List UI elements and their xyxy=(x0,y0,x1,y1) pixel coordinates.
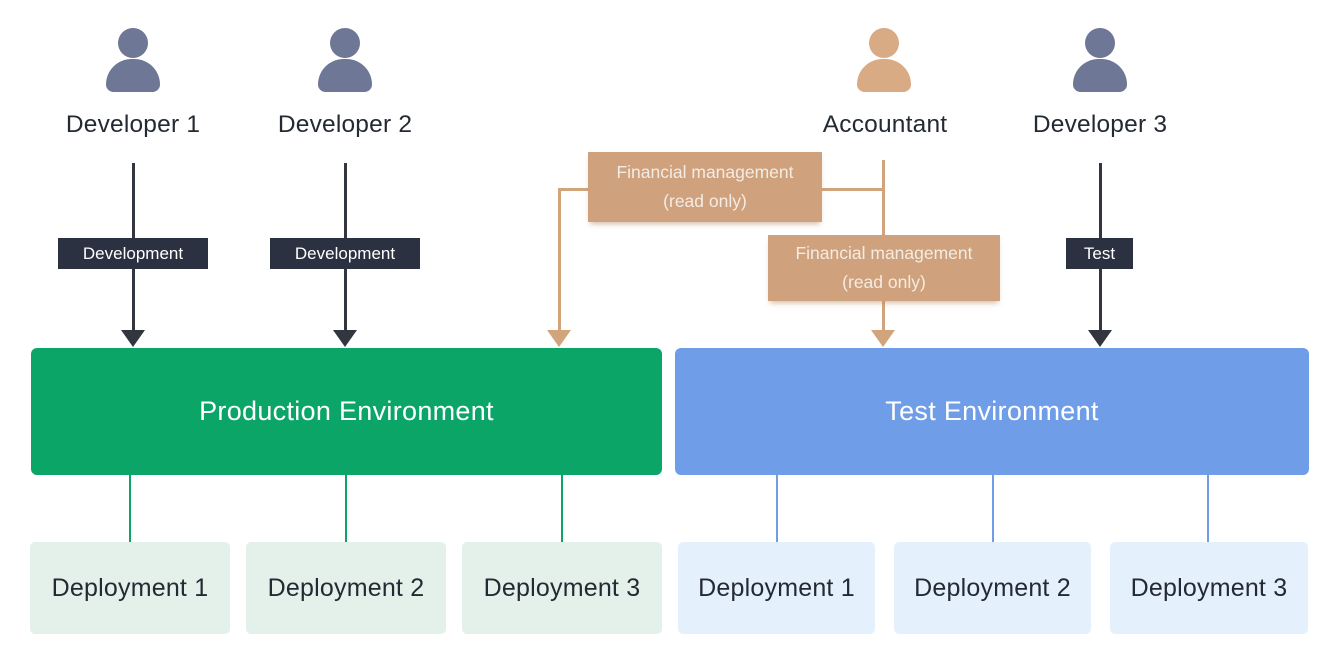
user-icon-head xyxy=(118,28,148,58)
actor-label: Developer 2 xyxy=(277,111,413,138)
deployment-box: Deployment 3 xyxy=(462,542,662,634)
user-icon-body xyxy=(1073,59,1127,92)
user-icon xyxy=(1072,28,1128,92)
arrow-head-icon xyxy=(121,330,145,347)
permission-badge-line2: (read only) xyxy=(663,191,747,211)
user-icon xyxy=(317,28,373,92)
user-icon-head xyxy=(1085,28,1115,58)
deployment-box: Deployment 1 xyxy=(30,542,230,634)
actor-label: Developer 3 xyxy=(1032,111,1168,138)
actor-label: Developer 1 xyxy=(65,111,201,138)
permission-badge: Test xyxy=(1066,238,1133,269)
environment-title: Production Environment xyxy=(199,396,494,426)
user-icon-body xyxy=(106,59,160,92)
arrow-head-icon xyxy=(333,330,357,347)
permission-badge-financial: Financial management (read only) xyxy=(588,152,822,222)
user-icon-body xyxy=(318,59,372,92)
permission-badge: Development xyxy=(58,238,208,269)
arrow-line xyxy=(558,188,561,330)
connector-line xyxy=(561,475,563,542)
permission-badge: Development xyxy=(270,238,420,269)
connector-line xyxy=(129,475,131,542)
environment-box-production: Production Environment xyxy=(31,348,662,475)
deployment-box: Deployment 2 xyxy=(894,542,1091,634)
actor-label: Accountant xyxy=(822,111,948,138)
connector-line xyxy=(992,475,994,542)
connector-line xyxy=(776,475,778,542)
environment-title: Test Environment xyxy=(885,396,1099,426)
permission-badge-financial: Financial management (read only) xyxy=(768,235,1000,301)
permission-badge-line1: Financial management xyxy=(616,162,794,182)
arrow-head-icon xyxy=(1088,330,1112,347)
permission-badge-line1: Financial management xyxy=(795,243,973,263)
accountant-icon-body xyxy=(857,59,911,92)
deployment-box: Deployment 3 xyxy=(1110,542,1308,634)
user-icon xyxy=(105,28,161,92)
deployment-box: Deployment 1 xyxy=(678,542,875,634)
user-icon-head xyxy=(330,28,360,58)
arrow-head-icon xyxy=(871,330,895,347)
connector-line xyxy=(1207,475,1209,542)
permission-badge-line2: (read only) xyxy=(842,272,926,292)
accountant-icon-head xyxy=(869,28,899,58)
deployment-box: Deployment 2 xyxy=(246,542,446,634)
connector-line xyxy=(345,475,347,542)
arrow-head-icon xyxy=(547,330,571,347)
accountant-icon xyxy=(856,28,912,92)
environment-box-test: Test Environment xyxy=(675,348,1309,475)
